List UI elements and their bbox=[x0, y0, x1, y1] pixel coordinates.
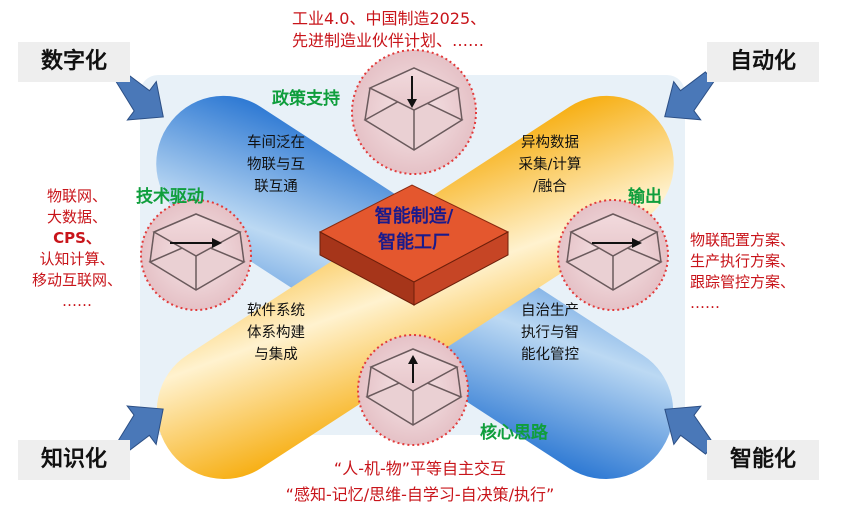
label-output: 输出 bbox=[628, 187, 662, 207]
arrow-up-icon bbox=[408, 355, 418, 383]
band-text-lower-right: 自治生产 执行与智 能化管控 bbox=[521, 303, 579, 363]
corner-label-knowledge: 知识化 bbox=[18, 440, 130, 480]
arrow-down-icon bbox=[407, 76, 417, 108]
label-core-idea: 核心思路 bbox=[480, 423, 548, 443]
tech-list: 物联网、 大数据、 CPS、 认知计算、 移动互联网、 …… bbox=[31, 187, 122, 310]
label-policy-support: 政策支持 bbox=[272, 89, 340, 109]
center-box bbox=[318, 184, 510, 306]
core-idea-text: “人-机-物”平等自主交互 “感知-记忆/思维-自学习-自决策/执行” bbox=[285, 459, 555, 504]
key-bottom bbox=[357, 334, 469, 446]
policy-text: 工业4.0、中国制造2025、 先进制造业伙伴计划、…… bbox=[292, 9, 487, 50]
arrow-icon bbox=[664, 71, 715, 121]
label-tech-driven: 技术驱动 bbox=[136, 187, 204, 207]
arrow-right-icon bbox=[592, 238, 642, 248]
key-top bbox=[351, 49, 477, 175]
center-title: 智能制造/ 智能工厂 bbox=[374, 206, 454, 253]
band-text-upper-left: 车间泛在 物联与互 联互通 bbox=[247, 135, 305, 195]
band-text-upper-right: 异构数据 采集/计算 /融合 bbox=[518, 135, 582, 195]
key-right bbox=[557, 199, 669, 311]
key-left bbox=[140, 199, 252, 311]
output-list: 物联配置方案、 生产执行方案、 跟踪管控方案、 …… bbox=[690, 231, 796, 312]
corner-label-intelligence: 智能化 bbox=[707, 440, 819, 480]
corner-label-digitalization: 数字化 bbox=[18, 42, 130, 82]
band-text-lower-left: 软件系统 体系构建 与集成 bbox=[247, 303, 305, 363]
arrow-right-icon bbox=[170, 238, 222, 248]
arrow-icon bbox=[664, 405, 715, 455]
corner-label-automation: 自动化 bbox=[707, 42, 819, 82]
